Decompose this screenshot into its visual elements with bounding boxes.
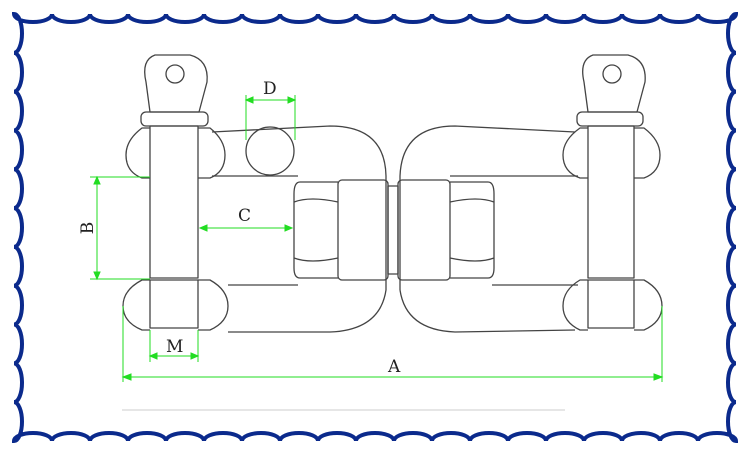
label-B: B: [78, 222, 98, 235]
right-pin-collar: [576, 111, 644, 127]
left-pin-end: [149, 279, 199, 329]
left-pin-collar: [140, 111, 209, 127]
right-pin-end: [587, 279, 635, 329]
frame-scallop-border: [11, 11, 739, 444]
left-jaw-body: [211, 125, 387, 333]
right-pin-hole: [602, 64, 622, 84]
center-joint: [387, 185, 399, 275]
scalloped-frame: [11, 11, 739, 444]
left-lower-boss: [122, 279, 150, 331]
label-D: D: [263, 79, 277, 99]
right-hex-nut: [397, 179, 451, 281]
swivel-part-outline: [122, 54, 663, 333]
label-C: C: [238, 206, 251, 226]
right-upper-boss: [562, 127, 588, 179]
jaw-pin-circle: [245, 126, 295, 176]
right-pin-eye: [582, 54, 646, 113]
left-pin-shaft: [149, 125, 199, 279]
label-M: M: [166, 337, 183, 357]
right-jaw-body: [399, 125, 576, 177]
right-lower-boss: [562, 279, 588, 331]
left-pin-hole: [165, 64, 185, 84]
left-upper-boss: [125, 127, 150, 179]
dimension-lines: [90, 95, 664, 382]
right-pin-shaft: [587, 125, 635, 279]
left-pin-eye: [144, 54, 208, 113]
label-A: A: [387, 357, 401, 377]
left-hex-nut: [293, 181, 338, 279]
